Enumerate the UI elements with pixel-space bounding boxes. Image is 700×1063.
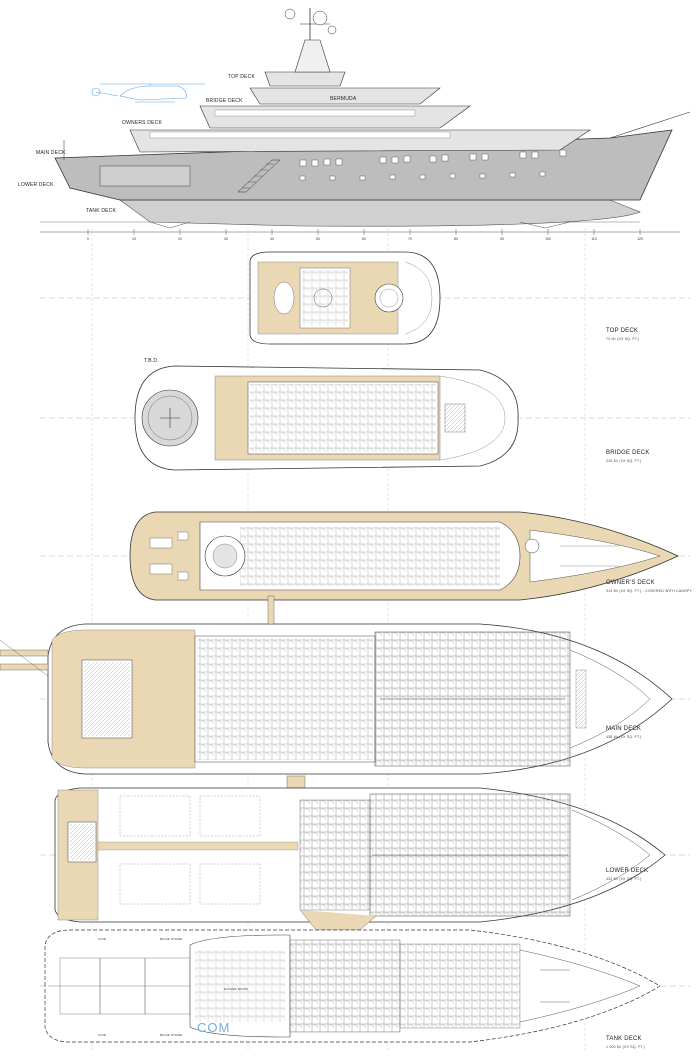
bridge-deck-area: 215 m² (xx sq. ft.) bbox=[606, 459, 642, 463]
owners-deck-title: OWNER'S DECK bbox=[606, 580, 655, 586]
profile-label-bridge-deck: BRIDGE DECK bbox=[206, 98, 243, 104]
tank-void-bottom: VOID bbox=[98, 1033, 107, 1037]
tank-void-top: VOID bbox=[98, 937, 107, 941]
frame-tick-label: 90 bbox=[500, 237, 504, 241]
owners-deck-plan bbox=[129, 511, 679, 601]
lower-deck-area: 432 m² (xx sq. ft.) bbox=[606, 877, 642, 881]
profile-label-tank-deck: TANK DECK bbox=[86, 208, 117, 214]
frame-tick-label: 40 bbox=[270, 237, 274, 241]
top-deck-area: 73 m² (xx sq. ft.) bbox=[606, 337, 640, 341]
frame-tick-label: 10 bbox=[132, 237, 136, 241]
main-deck-plan bbox=[0, 595, 673, 789]
yacht-name: BERMUDA bbox=[330, 96, 357, 102]
tank-bilge-top: BILGE STORE bbox=[160, 937, 183, 941]
top-deck-title: TOP DECK bbox=[606, 328, 639, 334]
bridge-deck-title: BRIDGE DECK bbox=[606, 450, 650, 456]
frame-tick-label: 30 bbox=[224, 237, 228, 241]
profile-label-main-deck: MAIN DECK bbox=[36, 150, 66, 156]
side-profile bbox=[40, 8, 691, 229]
main-deck-title: MAIN DECK bbox=[606, 726, 642, 732]
tank-deck-area: 1 000 m² (xx sq. ft.) bbox=[606, 1045, 645, 1049]
bridge-deck-note: T.B.D. bbox=[144, 358, 159, 364]
frame-tick-label: 70 bbox=[408, 237, 412, 241]
profile-label-lower-deck: LOWER DECK bbox=[18, 182, 54, 188]
frame-tick-label: 120 bbox=[637, 237, 643, 241]
frame-tick-label: 110 bbox=[591, 237, 597, 241]
frame-tick-label: 100 bbox=[545, 237, 551, 241]
profile-label-owners-deck: OWNERS DECK bbox=[122, 120, 162, 126]
frame-tick-label: 80 bbox=[454, 237, 458, 241]
profile-label-top-deck: TOP DECK bbox=[228, 74, 255, 80]
frame-tick-label: 60 bbox=[362, 237, 366, 241]
top-deck-plan bbox=[249, 251, 441, 345]
tank-deck-title: TANK DECK bbox=[606, 1036, 642, 1042]
watermark: COM bbox=[197, 1020, 231, 1035]
frame-tick-label: 20 bbox=[178, 237, 182, 241]
helicopter-outline bbox=[91, 83, 205, 103]
bridge-deck-plan bbox=[134, 365, 519, 471]
tank-bilge-bottom: BILGE STORE bbox=[160, 1033, 183, 1037]
lower-deck-plan bbox=[54, 787, 666, 931]
lower-deck-title: LOWER DECK bbox=[606, 868, 649, 874]
tank-engine-room: ENGINE ROOM bbox=[224, 987, 248, 991]
frame-ruler: 0 10 20 30 40 50 60 70 80 90 100 110 120 bbox=[40, 229, 680, 241]
frame-tick-label: 0 bbox=[87, 237, 89, 241]
main-deck-area: 438 m² (xx sq. ft.) bbox=[606, 735, 642, 739]
tank-deck-plan bbox=[44, 929, 661, 1043]
owners-deck-area: 314 m² (xx sq. ft.) - covered with canop… bbox=[606, 589, 692, 593]
frame-tick-label: 50 bbox=[316, 237, 320, 241]
